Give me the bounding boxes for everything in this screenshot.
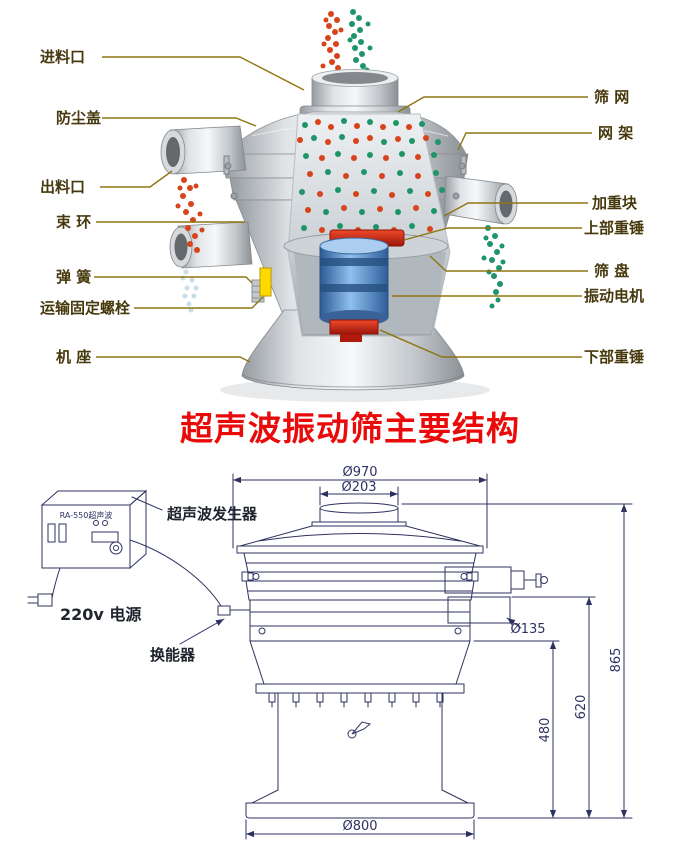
spout-particles	[175, 177, 506, 313]
leader-lines	[94, 56, 592, 363]
dim-620: 620	[574, 695, 589, 720]
label-upper-hammer: 上部重锤	[584, 219, 645, 237]
diagram-title: 超声波振动筛主要结构	[180, 409, 520, 448]
label-lower-hammer: 下部重锤	[584, 348, 645, 366]
label-transducer: 换能器	[150, 646, 196, 664]
label-discharge-outlet: 出料口	[40, 178, 86, 196]
dim-800: Ø800	[342, 819, 377, 834]
label-power-supply: 220v 电源	[60, 605, 142, 624]
discharge-spout-upper	[160, 125, 247, 175]
label-transport-bolt: 运输固定螺栓	[40, 299, 131, 317]
label-machine-base: 机 座	[56, 348, 92, 366]
label-spring: 弹 簧	[56, 268, 92, 286]
dim-865: 865	[609, 648, 624, 673]
dimension-texts: Ø970 Ø203 Ø135 Ø800 480 620 865 RA-550超声…	[60, 465, 624, 834]
lower-hammer-weight	[329, 319, 379, 342]
ultrasonic-generator-box	[40, 489, 163, 570]
label-mesh-frame: 网 架	[598, 124, 634, 142]
dimension-drawing: Ø970 Ø203 Ø135 Ø800 480 620 865 RA-550超声…	[27, 465, 633, 840]
label-clamp-ring: 束 环	[56, 213, 92, 231]
label-dust-cover: 防尘盖	[56, 109, 102, 127]
dim-480: 480	[538, 718, 553, 743]
feed-inlet-pipe	[299, 69, 411, 119]
motor-symbol	[347, 721, 372, 739]
transport-fixing-bolt	[259, 267, 272, 297]
dim-970: Ø970	[342, 465, 377, 480]
dim-203: Ø203	[341, 480, 376, 495]
flange-bolts	[268, 692, 444, 708]
generator-model-text: RA-550超声波	[60, 510, 113, 520]
transducer-cable	[129, 539, 251, 645]
screen-particles	[297, 118, 445, 233]
discharge-spout-lower	[169, 221, 253, 269]
discharge-spout-right	[443, 175, 518, 225]
dim-135: Ø135	[510, 622, 545, 637]
clamp-details	[223, 155, 467, 200]
machine-illustration	[94, 9, 592, 402]
power-plug-icon	[27, 567, 61, 607]
dimension-lines	[232, 473, 633, 840]
label-sieve-pan: 筛 盘	[594, 262, 630, 280]
label-ultrasonic-generator: 超声波发生器	[167, 505, 258, 523]
label-feed-inlet: 进料口	[40, 48, 86, 66]
label-screen-mesh: 筛 网	[594, 88, 630, 106]
label-weight-block: 加重块	[592, 194, 638, 212]
machine-outline	[236, 502, 548, 819]
vibration-motor	[319, 237, 389, 326]
label-vibration-motor: 振动电机	[584, 287, 645, 305]
